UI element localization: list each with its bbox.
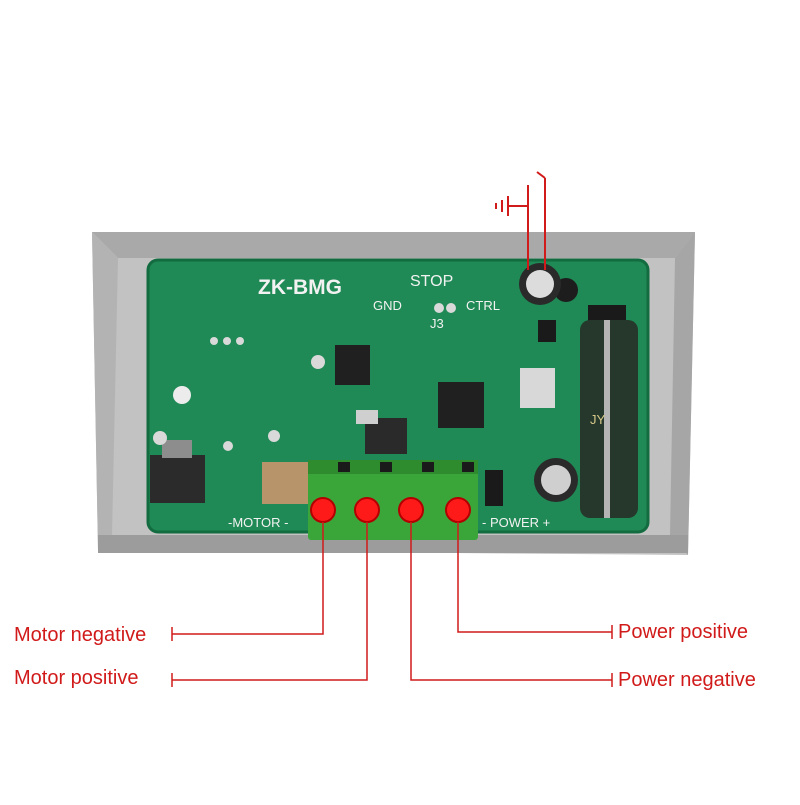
capacitor-marking: JY (590, 412, 606, 427)
power-terminal-label: - POWER + (482, 515, 551, 530)
terminal-block (308, 460, 478, 540)
motor-negative-label: Motor negative (14, 624, 147, 646)
callout-lines (171, 522, 613, 687)
board-model-label: ZK-BMG (258, 276, 342, 299)
components (150, 278, 626, 506)
stop-label: STOP (410, 273, 454, 290)
motor-terminal-label: -MOTOR - (228, 515, 289, 530)
power-negative-label: Power negative (618, 669, 756, 691)
capacitors (519, 263, 638, 518)
jumper-label: J3 (430, 316, 444, 331)
motor-positive-label: Motor positive (14, 667, 139, 689)
power-positive-label: Power positive (618, 621, 749, 643)
stop-switch-symbol (495, 171, 546, 270)
gnd-label: GND (373, 298, 402, 313)
ctrl-label: CTRL (466, 298, 500, 313)
